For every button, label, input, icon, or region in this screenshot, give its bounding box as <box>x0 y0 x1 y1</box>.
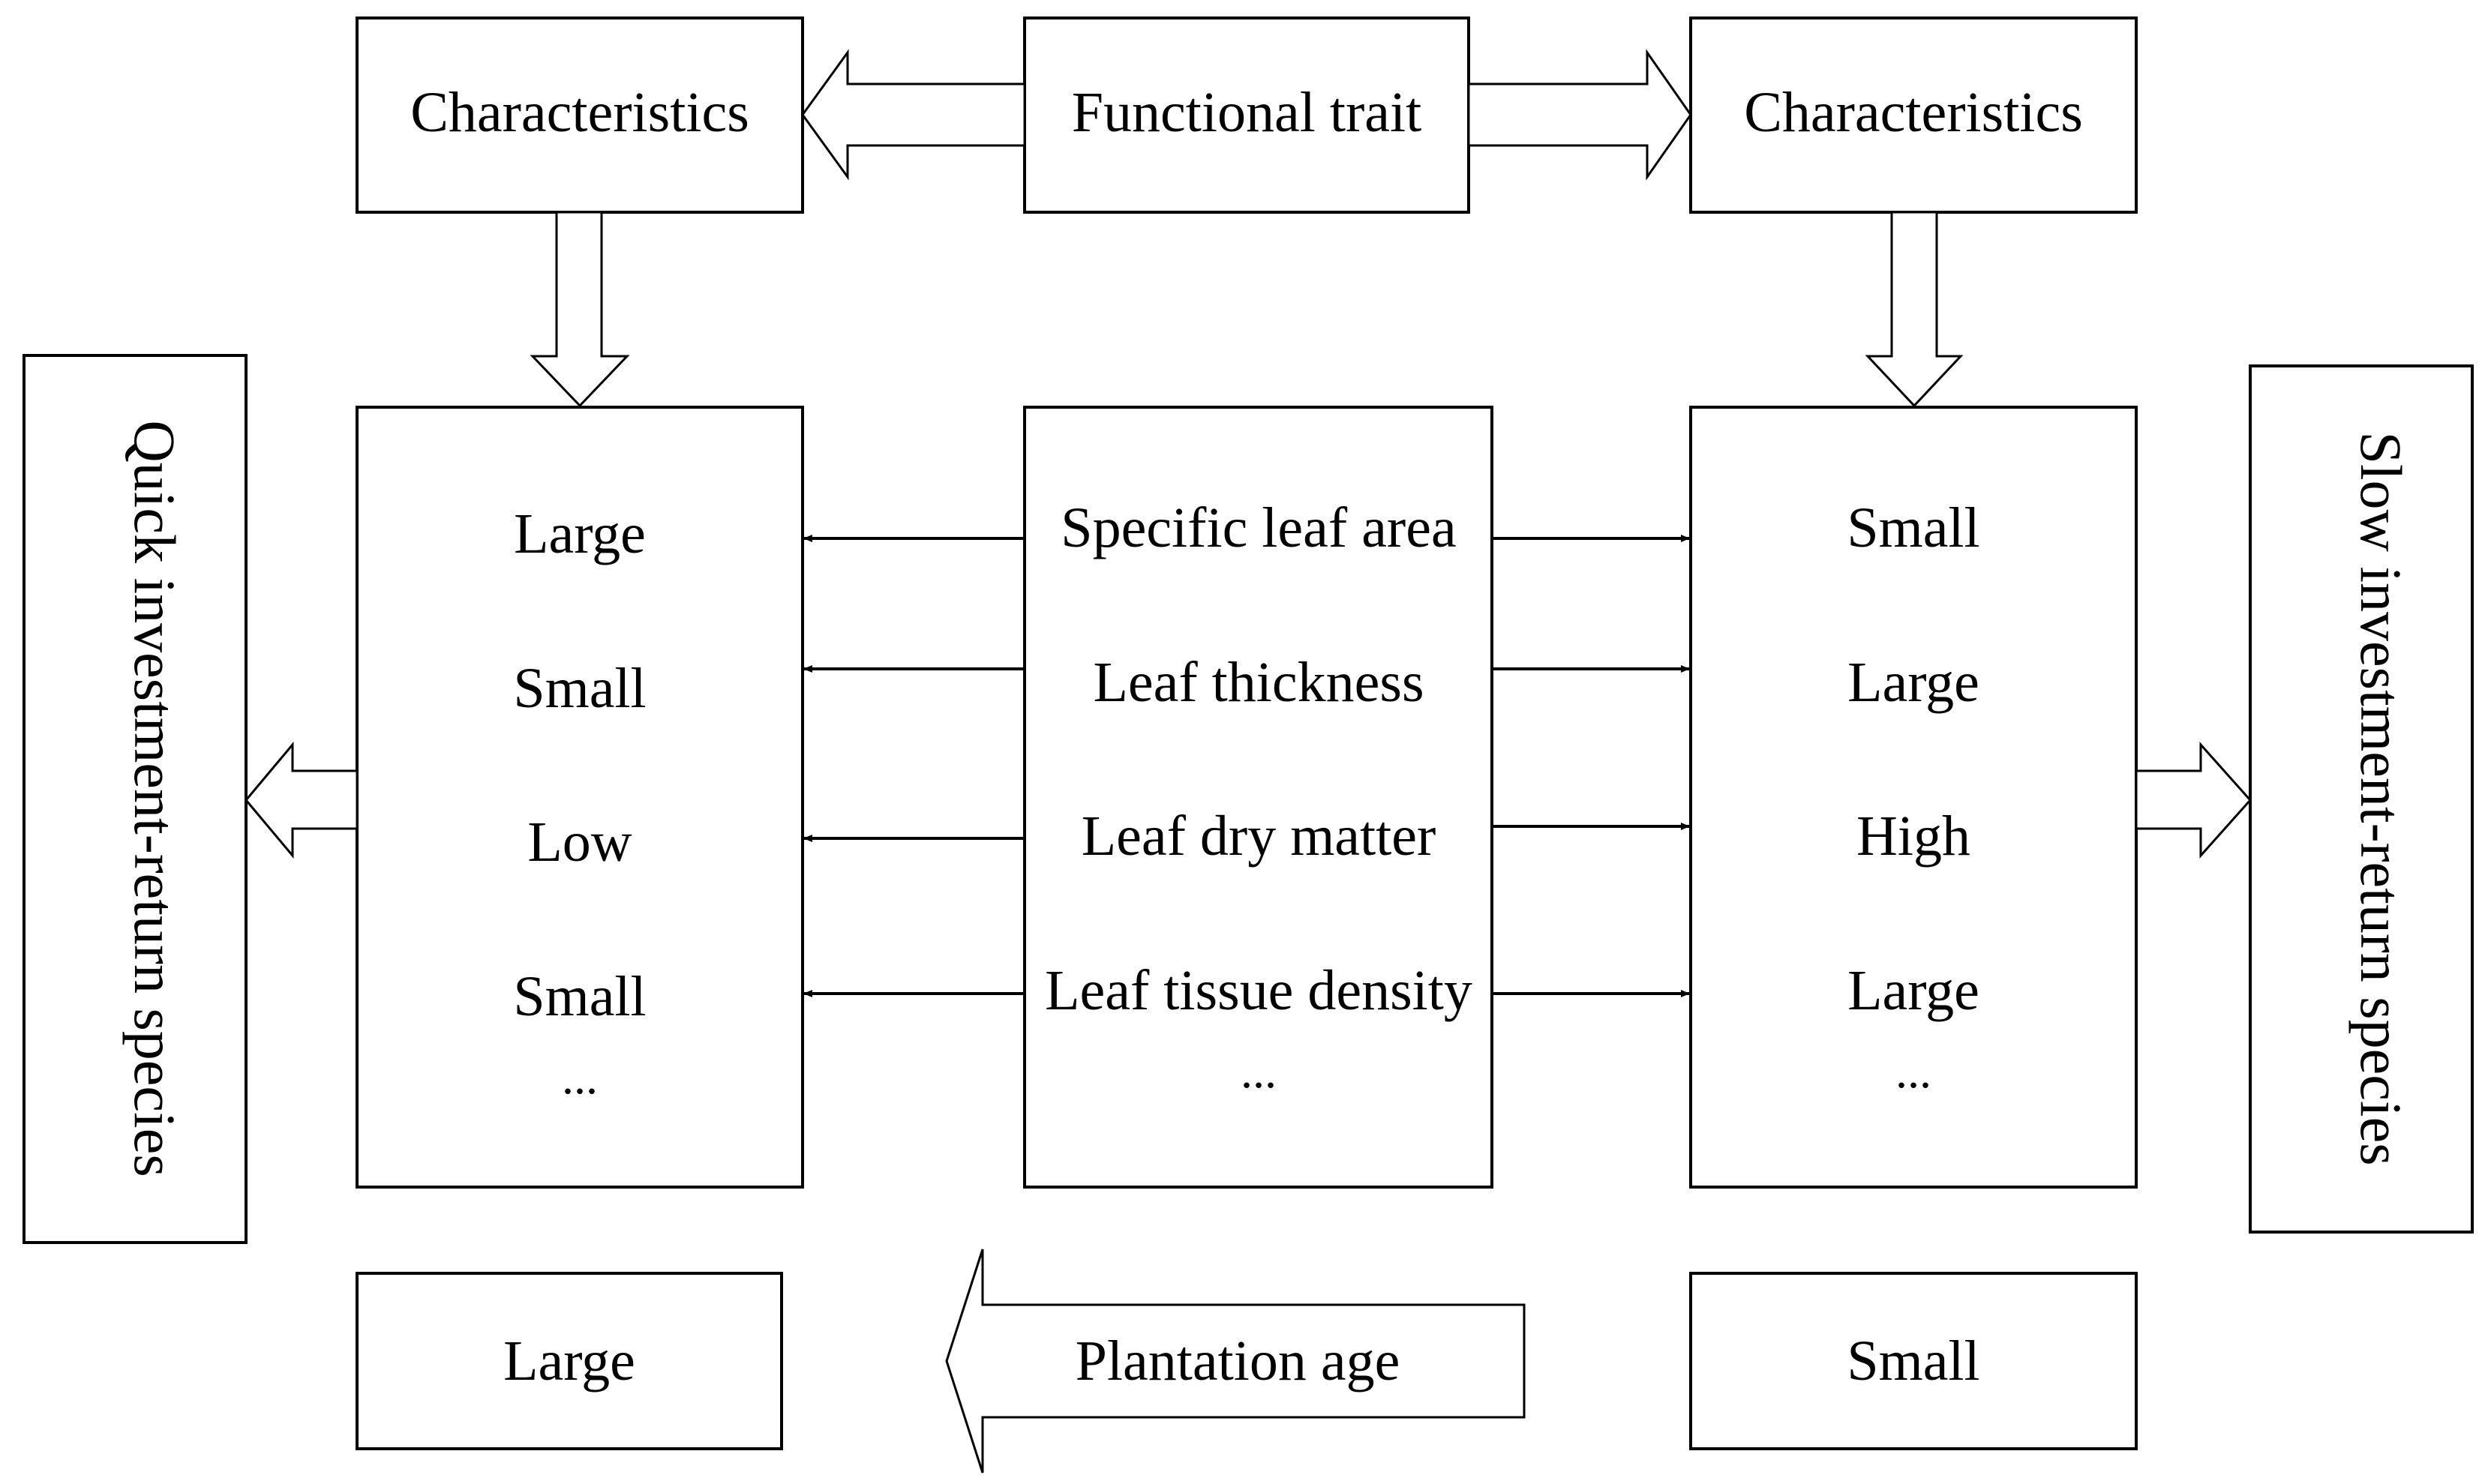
slow-value: ... <box>1895 1045 1931 1098</box>
quick-species-label: Quick investment-return species <box>122 420 188 1177</box>
functional-trait-box <box>1023 16 1470 214</box>
hollow-arrow-to-slow <box>2135 742 2252 859</box>
bottom-small-label: Small <box>1847 1330 1979 1393</box>
bottom-large-box <box>356 1272 783 1450</box>
slow-value: Small <box>1847 496 1979 559</box>
traits-box <box>1023 406 1493 1189</box>
functional-trait-label: Functional trait <box>1072 81 1421 144</box>
quick-value: Large <box>514 502 646 565</box>
quick-values-box <box>356 406 804 1189</box>
trait-label: ... <box>1241 1045 1277 1098</box>
slow-value: Large <box>1847 651 1979 714</box>
plantation-age-arrow <box>945 1249 1526 1474</box>
hollow-arrow-down-right <box>1865 211 1964 408</box>
trait-label: Leaf tissue density <box>1045 959 1472 1022</box>
hollow-arrow-right <box>1467 49 1692 181</box>
quick-value: ... <box>562 1051 598 1104</box>
left-characteristics-label: Characteristics <box>410 81 749 144</box>
quick-value: Small <box>513 965 646 1028</box>
hollow-arrow-to-quick <box>245 741 359 859</box>
slow-species-label: Slow investment-return species <box>2348 431 2414 1165</box>
trait-label: Leaf thickness <box>1093 651 1424 714</box>
slow-value: Large <box>1847 959 1979 1022</box>
quick-value: Low <box>527 811 632 874</box>
quick-value: Small <box>513 657 646 720</box>
bottom-small-box <box>1689 1272 2138 1450</box>
left-characteristics-box <box>356 16 804 214</box>
slow-species-box <box>2249 364 2474 1234</box>
right-characteristics-box <box>1689 16 2138 214</box>
slow-value: High <box>1856 805 1970 868</box>
slow-values-box <box>1689 406 2138 1189</box>
bottom-large-label: Large <box>503 1330 635 1393</box>
quick-species-box <box>23 354 248 1244</box>
hollow-arrow-left <box>801 49 1026 181</box>
plantation-age-label: Plantation age <box>1076 1330 1400 1393</box>
trait-label: Specific leaf area <box>1061 496 1456 559</box>
right-characteristics-label: Characteristics <box>1744 81 2083 144</box>
trait-label: Leaf dry matter <box>1082 805 1436 868</box>
hollow-arrow-down-left <box>530 211 630 408</box>
